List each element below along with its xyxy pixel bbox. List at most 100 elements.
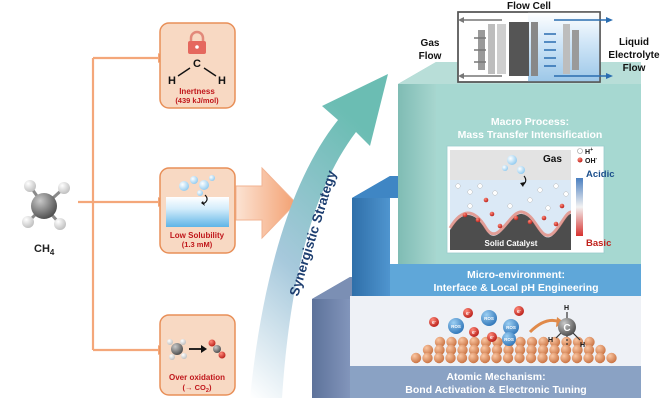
electron-label: e- bbox=[490, 334, 495, 341]
co2-molecule-icon bbox=[208, 339, 226, 359]
copper-atom bbox=[538, 336, 549, 348]
atom-h-label: H bbox=[548, 337, 553, 344]
macro-subtitle: Mass Transfer Intensification bbox=[458, 129, 603, 141]
gas-flow-label: Flow bbox=[419, 51, 442, 62]
bubble-icon bbox=[502, 155, 525, 174]
molecule-label: CH4 bbox=[34, 243, 55, 257]
atom-h-label: H bbox=[564, 305, 569, 312]
solid-catalyst-icon bbox=[450, 213, 571, 250]
copper-atom bbox=[571, 352, 583, 364]
big-arrow-icon bbox=[235, 166, 297, 240]
acidic-label: Acidic bbox=[586, 169, 615, 180]
copper-atom bbox=[549, 344, 560, 356]
electron-label: e- bbox=[517, 308, 522, 315]
inertness-title: Inertness bbox=[179, 87, 215, 96]
copper-atom bbox=[457, 344, 468, 356]
challenge-low-solubility: Low Solubility (1.3 mM) bbox=[159, 167, 236, 254]
copper-atom bbox=[445, 352, 456, 364]
flow-cell: Flow Cell Gas Flow Liquid Electrolyte Fl… bbox=[419, 1, 660, 83]
methane-molecule-icon bbox=[22, 180, 70, 230]
gas-flow-arrows bbox=[464, 19, 502, 77]
basic-label: Basic bbox=[586, 238, 611, 249]
copper-atom bbox=[503, 344, 514, 356]
copper-atom bbox=[434, 344, 445, 356]
proton-dots bbox=[455, 183, 569, 211]
gas-label: Gas bbox=[543, 154, 562, 165]
copper-atom bbox=[560, 344, 572, 356]
liquid-flow-label: Electrolyte bbox=[608, 50, 660, 61]
catalyst-label: Solid Catalyst bbox=[485, 239, 538, 248]
copper-lattice-icon bbox=[410, 336, 617, 364]
solubility-title: Low Solubility bbox=[170, 231, 225, 240]
micro-title: Micro-environment: bbox=[467, 269, 565, 281]
copper-atom bbox=[457, 336, 469, 348]
oxidation-title: Over oxidation bbox=[169, 373, 225, 382]
copper-atom bbox=[445, 344, 457, 356]
copper-atom bbox=[584, 336, 595, 348]
ph-panel: Gas H+ OH- Acidic Basic Solid Catalyst bbox=[446, 145, 615, 254]
legend-h-label: H+ bbox=[585, 147, 593, 156]
ros-label: ROS bbox=[504, 337, 514, 342]
ros-label: ROS bbox=[484, 316, 494, 321]
flow-cell-title: Flow Cell bbox=[507, 1, 551, 12]
copper-atom bbox=[422, 352, 433, 364]
copper-atom bbox=[606, 352, 617, 364]
copper-atom bbox=[583, 344, 595, 356]
copper-atom bbox=[434, 336, 446, 348]
methane-activation-icon: C H H H bbox=[548, 305, 585, 349]
methane-small-icon bbox=[167, 339, 187, 360]
copper-atom bbox=[468, 352, 479, 364]
electron-label: e- bbox=[472, 329, 477, 336]
copper-atom bbox=[514, 352, 525, 364]
atom-c-label: C bbox=[193, 58, 201, 70]
copper-atom bbox=[456, 352, 468, 364]
copper-atom bbox=[515, 336, 526, 348]
copper-atom bbox=[469, 336, 480, 348]
ros-label: ROS bbox=[451, 324, 461, 329]
hydroxide-dots bbox=[462, 197, 565, 229]
copper-atom bbox=[480, 344, 491, 356]
electron-label: e- bbox=[466, 310, 471, 317]
copper-atom bbox=[548, 352, 560, 364]
copper-atom bbox=[514, 344, 526, 356]
copper-atom bbox=[491, 352, 502, 364]
macro-title: Macro Process: bbox=[491, 116, 569, 128]
ros-particles: ROS ROS ROS ROS bbox=[448, 310, 519, 346]
copper-atom bbox=[594, 352, 606, 364]
copper-atom bbox=[537, 352, 548, 364]
lock-icon bbox=[188, 30, 206, 54]
copper-atom bbox=[526, 344, 537, 356]
copper-atom bbox=[595, 344, 606, 356]
copper-atom bbox=[526, 336, 538, 348]
liquid-flow-label: Liquid bbox=[619, 37, 649, 48]
atom-c-label: C bbox=[563, 323, 570, 334]
copper-atom bbox=[433, 352, 445, 364]
copper-atom bbox=[572, 344, 583, 356]
atomic-subtitle: Bond Activation & Electronic Tuning bbox=[405, 384, 586, 396]
micro-subtitle: Interface & Local pH Engineering bbox=[433, 282, 598, 294]
copper-atom bbox=[537, 344, 549, 356]
copper-atom bbox=[491, 344, 503, 356]
copper-atom bbox=[479, 352, 491, 364]
copper-atom bbox=[422, 344, 434, 356]
atom-h-label: H bbox=[168, 75, 176, 87]
ph-gradient-bar bbox=[576, 178, 583, 236]
copper-atom bbox=[502, 352, 514, 364]
oxidation-detail: (→ CO2) bbox=[183, 383, 212, 394]
ros-label: ROS bbox=[506, 325, 516, 330]
electron-label: e- bbox=[432, 319, 437, 326]
copper-atom bbox=[525, 352, 537, 364]
copper-atom bbox=[572, 336, 584, 348]
membrane-electrode-icon bbox=[509, 22, 529, 76]
copper-atom bbox=[549, 336, 561, 348]
electron-particles: e- e- e- e- e- bbox=[429, 306, 524, 342]
atom-h-label: H bbox=[218, 75, 226, 87]
solubility-detail: (1.3 mM) bbox=[182, 240, 213, 249]
copper-atom bbox=[560, 352, 571, 364]
legend-oh-label: OH- bbox=[585, 156, 598, 165]
copper-atom bbox=[410, 352, 422, 364]
strategy-arrow-icon bbox=[250, 74, 388, 398]
challenge-inertness: C H H Inertness (439 kJ/mol) bbox=[159, 22, 236, 109]
liquid-flow-arrows bbox=[544, 19, 606, 77]
atomic-title: Atomic Mechanism: bbox=[446, 371, 545, 383]
